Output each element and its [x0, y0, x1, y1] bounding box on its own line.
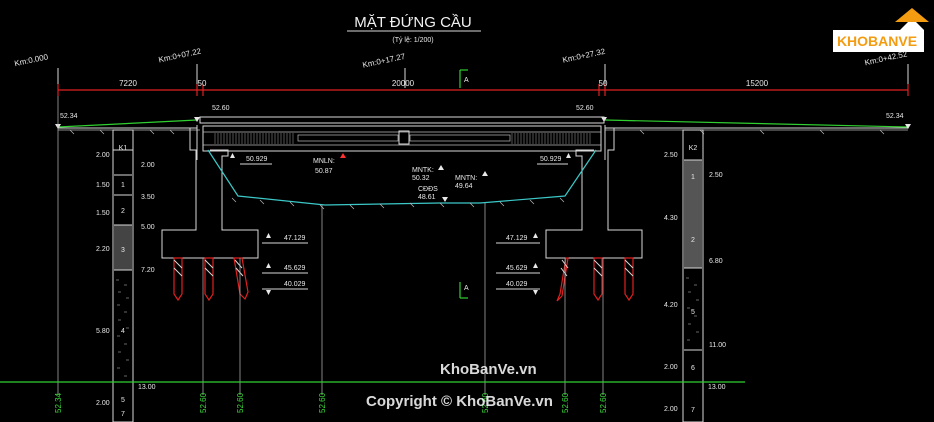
- svg-text:3: 3: [121, 247, 125, 254]
- svg-text:52.60: 52.60: [318, 392, 327, 413]
- station-label: Km:0+07.22: [158, 47, 203, 65]
- mntk-value: 50.32: [412, 175, 430, 182]
- svg-text:2: 2: [121, 208, 125, 215]
- svg-text:2: 2: [691, 237, 695, 244]
- svg-text:1: 1: [121, 182, 125, 189]
- road-profile: [57, 119, 909, 129]
- bottom-elevation-labels: 52.34 52.60 52.60 52.60 52.60 52.60 52.6…: [54, 392, 608, 413]
- watermark-center: KhoBanVe.vn: [440, 361, 537, 378]
- vertical-reference-lines: [57, 96, 604, 395]
- svg-text:2.00: 2.00: [96, 152, 110, 159]
- left-borehole: K1 1 2 3 4 5 7 2.00 1.50 1.50 2.20 5.80 …: [96, 129, 156, 422]
- svg-text:2.20: 2.20: [96, 246, 110, 253]
- svg-text:2.00: 2.00: [96, 400, 110, 407]
- khobanve-logo: KHOBANVE: [833, 8, 929, 52]
- svg-text:7: 7: [121, 411, 125, 418]
- svg-text:52.60: 52.60: [199, 392, 208, 413]
- water-levels: 50.929 50.929 MNLN: 50.87 MNTK: 50.32 MN…: [230, 153, 571, 202]
- watermark-copyright: Copyright © KhoBanVe.vn: [366, 393, 553, 410]
- elev-left-footing: 47.129: [284, 235, 306, 242]
- svg-text:1.50: 1.50: [96, 210, 110, 217]
- mntn-value: 49.64: [455, 183, 473, 190]
- svg-text:11.00: 11.00: [709, 342, 726, 349]
- svg-text:5.00: 5.00: [141, 224, 155, 231]
- span-length: 15200: [746, 79, 769, 88]
- svg-text:2.00: 2.00: [141, 162, 155, 169]
- svg-text:1: 1: [691, 174, 695, 181]
- svg-text:A: A: [464, 77, 469, 84]
- station-label: Km:0+17.27: [362, 52, 407, 70]
- svg-text:13.00: 13.00: [138, 384, 156, 391]
- left-abutment: [161, 125, 259, 259]
- mntk-label: MNTK:: [412, 167, 434, 174]
- bridge-deck: [199, 116, 605, 152]
- svg-text:6.80: 6.80: [709, 258, 723, 265]
- station-markers: Km:0.000 Km:0+07.22 Km:0+17.27 Km:0+27.3…: [14, 47, 909, 88]
- span-length: 20000: [392, 79, 415, 88]
- river-bed: [207, 149, 597, 210]
- svg-text:3.50: 3.50: [141, 194, 155, 201]
- mnln-value: 50.87: [315, 168, 333, 175]
- svg-text:4: 4: [121, 328, 125, 335]
- svg-text:52.60: 52.60: [561, 392, 570, 413]
- section-marker-bottom: A: [459, 282, 469, 299]
- right-piles: [556, 257, 634, 302]
- svg-text:13.00: 13.00: [708, 384, 726, 391]
- station-label: Km:0+27.32: [562, 47, 607, 65]
- elev-left-pile-top: 45.629: [284, 265, 306, 272]
- elev-right-pile-tip: 40.029: [506, 281, 528, 288]
- span-length: 50: [599, 79, 608, 88]
- section-marker-top: A: [459, 69, 469, 88]
- station-label: Km:0+42.52: [864, 49, 909, 67]
- cdds-label: CĐĐS: [418, 186, 438, 193]
- foundation-elevations: 47.129 45.629 40.029 47.129 45.629 40.02…: [262, 233, 540, 295]
- svg-text:2.50: 2.50: [709, 172, 723, 179]
- svg-text:52.60: 52.60: [599, 392, 608, 413]
- right-borehole-id: K2: [689, 145, 698, 152]
- ground-line: [58, 129, 908, 135]
- svg-text:5: 5: [691, 309, 695, 316]
- elev-left-end: 52.34: [60, 113, 78, 120]
- svg-text:7.20: 7.20: [141, 267, 155, 274]
- elev-left-pile-tip: 40.029: [284, 281, 306, 288]
- drawing-scale: (Tỷ lệ: 1/200): [392, 37, 433, 44]
- mnln-label: MNLN:: [313, 158, 335, 165]
- elev-right-seat: 50.929: [540, 156, 562, 163]
- span-dimensions: 7220 50 20000 50 15200: [57, 79, 909, 96]
- svg-text:5: 5: [121, 397, 125, 404]
- elev-right-footing: 47.129: [506, 235, 528, 242]
- svg-text:2.00: 2.00: [664, 406, 678, 413]
- svg-text:4.20: 4.20: [664, 302, 678, 309]
- svg-text:5.80: 5.80: [96, 328, 110, 335]
- cdds-value: 48.61: [418, 194, 436, 201]
- right-abutment: [545, 125, 643, 259]
- elev-right-abut-top: 52.60: [576, 105, 594, 112]
- elev-right-end: 52.34: [886, 113, 904, 120]
- left-piles: [173, 257, 249, 302]
- svg-text:A: A: [464, 285, 469, 292]
- svg-text:2.00: 2.00: [664, 364, 678, 371]
- span-length: 50: [198, 79, 207, 88]
- svg-text:2.50: 2.50: [664, 152, 678, 159]
- elev-left-seat: 50.929: [246, 156, 268, 163]
- drawing-title: MẶT ĐỨNG CẦU: [354, 14, 472, 31]
- elev-left-abut-top: 52.60: [212, 105, 230, 112]
- svg-text:6: 6: [691, 365, 695, 372]
- svg-text:52.60: 52.60: [236, 392, 245, 413]
- elev-right-pile-top: 45.629: [506, 265, 528, 272]
- svg-text:52.60: 52.60: [481, 392, 490, 413]
- svg-text:52.34: 52.34: [54, 392, 63, 413]
- span-length: 7220: [119, 79, 137, 88]
- mntn-label: MNTN:: [455, 175, 477, 182]
- station-label: Km:0.000: [14, 52, 50, 68]
- right-borehole: K2 1 2 5 6 7 2.50 4.30 4.20 2.00 2.00 2.…: [664, 129, 726, 422]
- svg-text:4.30: 4.30: [664, 215, 678, 222]
- logo-text: KHOBANVE: [837, 33, 917, 49]
- left-borehole-id: K1: [119, 145, 128, 152]
- svg-text:1.50: 1.50: [96, 182, 110, 189]
- svg-text:7: 7: [691, 407, 695, 414]
